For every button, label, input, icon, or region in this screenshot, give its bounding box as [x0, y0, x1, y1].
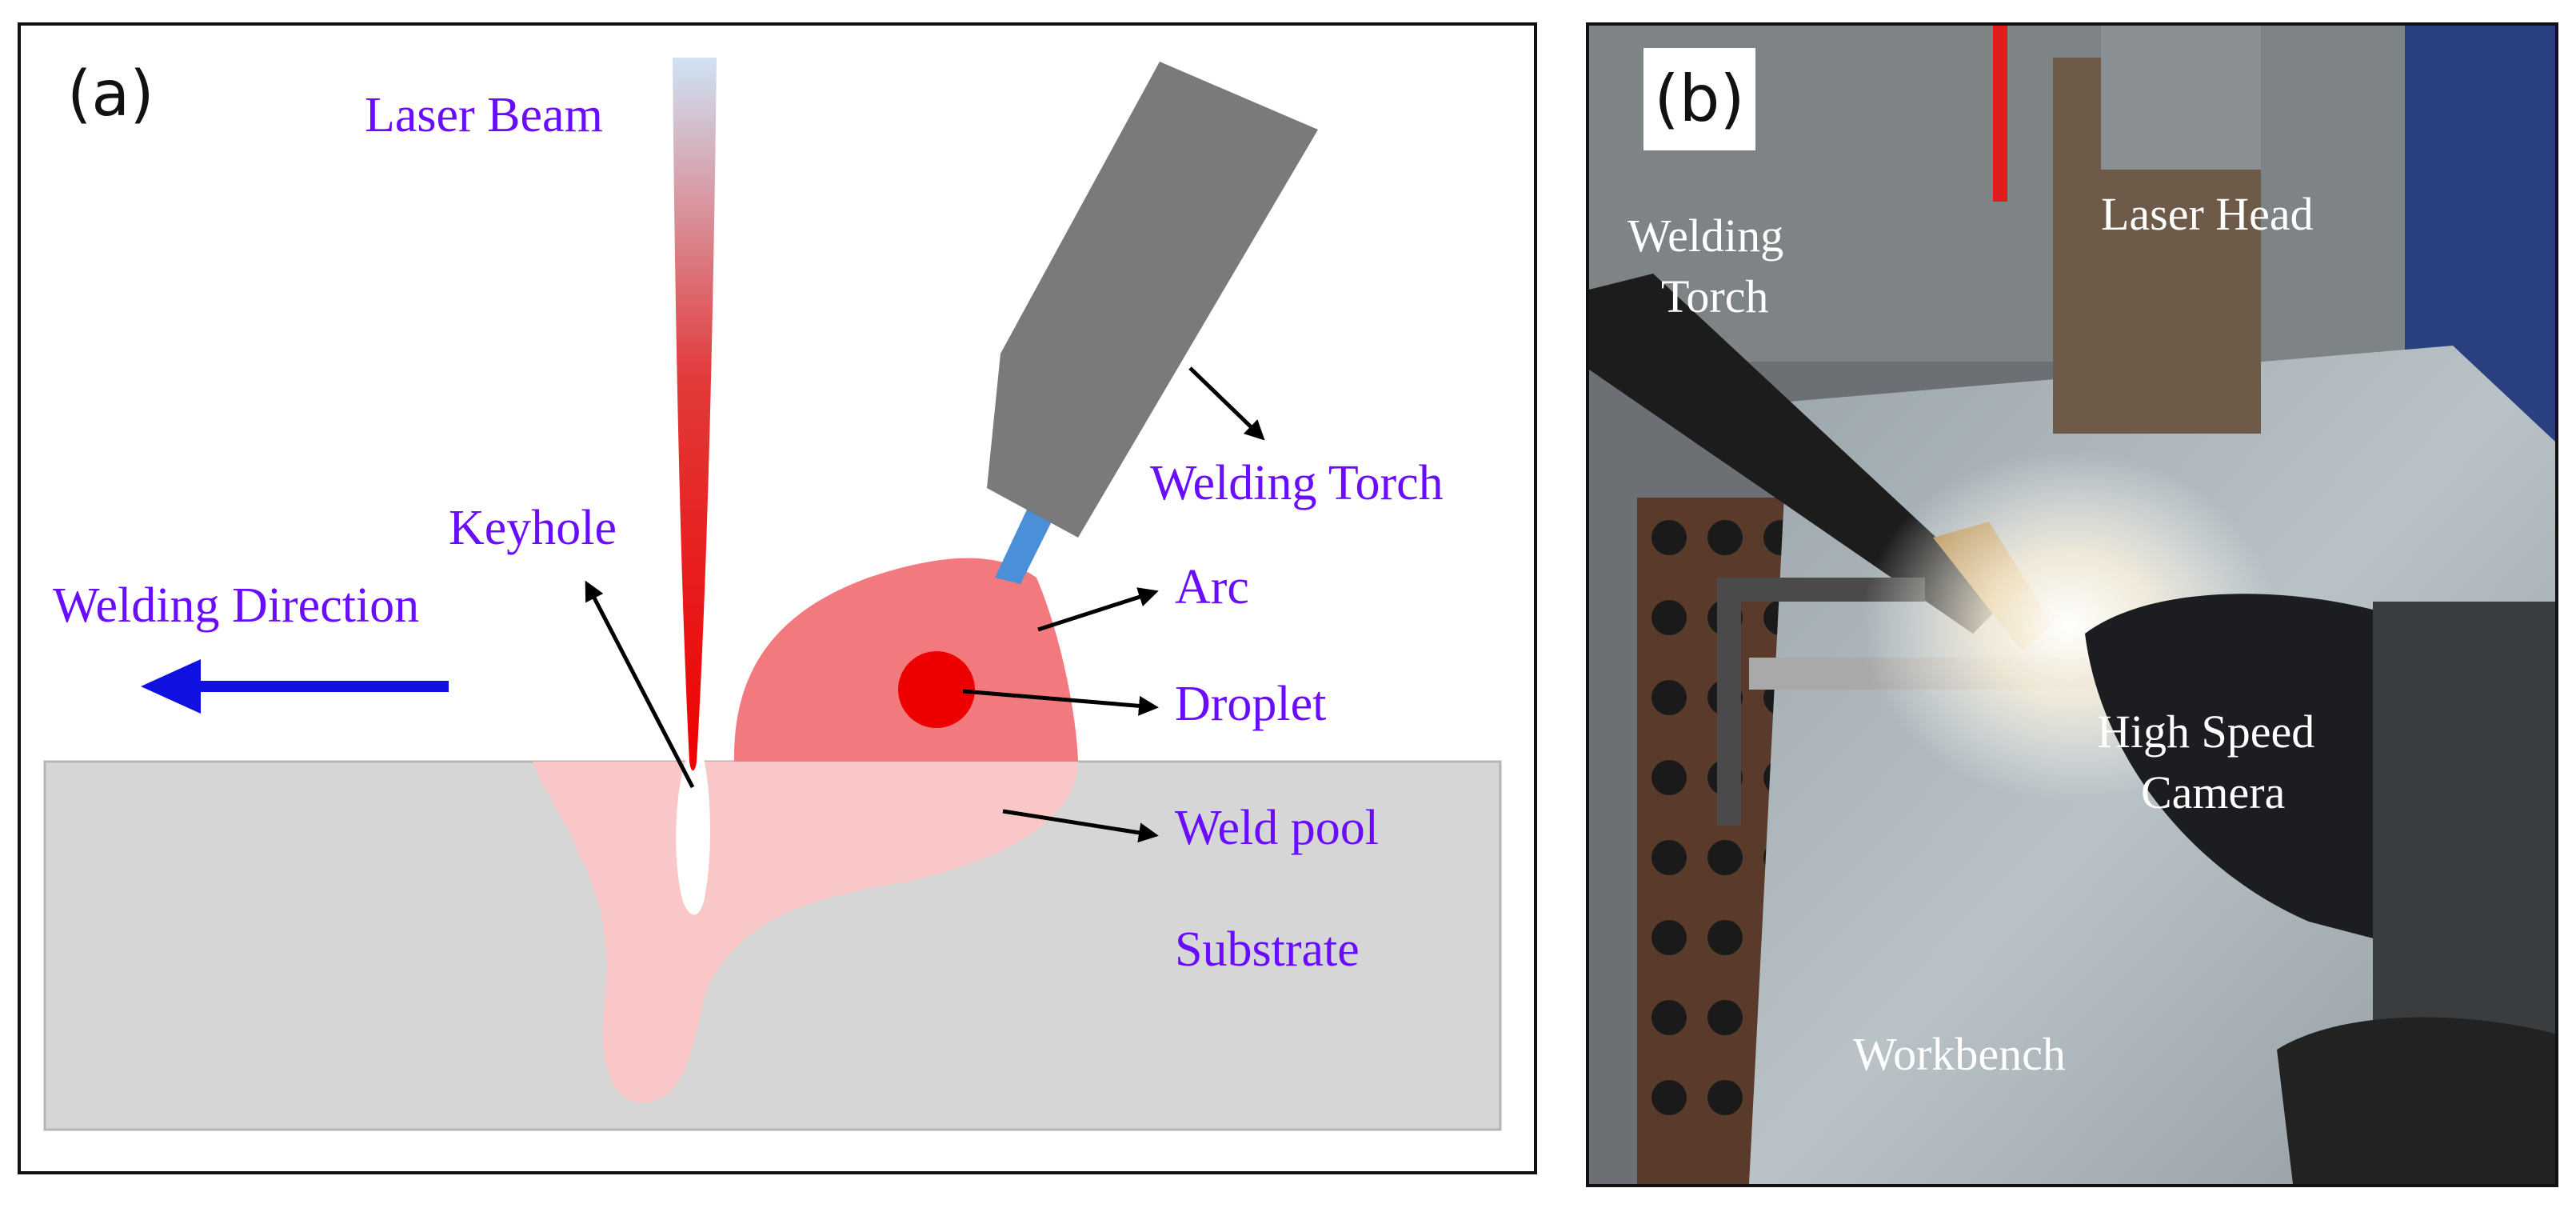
label-welding-torch: Welding Torch [1150, 456, 1444, 510]
label-droplet: Droplet [1175, 677, 1326, 731]
torch-pointer [1188, 366, 1265, 441]
wire [995, 510, 1052, 584]
panel-label-a: (a) [67, 58, 154, 130]
schematic-svg: (a) Laser Beam Welding Torch Keyhole Wel… [43, 58, 1502, 1131]
red-cable [1993, 26, 2007, 202]
label-welding-direction: Welding Direction [53, 578, 419, 633]
laser-beam [673, 58, 717, 771]
weld-pool-pointer [1002, 809, 1159, 843]
photo-label-welding-torch-1: Welding [1627, 210, 1783, 262]
photo-label-high-speed-1: High Speed [2097, 706, 2314, 758]
label-substrate: Substrate [1175, 922, 1360, 977]
label-weld-pool: Weld pool [1175, 801, 1379, 855]
photo-label-background [1643, 48, 1755, 150]
photo-label-workbench: Workbench [1853, 1028, 2066, 1080]
welding-direction-arrowhead [141, 659, 201, 714]
clamp [1717, 578, 1925, 826]
droplet-pointer [962, 689, 1159, 716]
arc-pointer [1037, 587, 1159, 632]
arc [733, 558, 1078, 762]
photo-label-laser-head: Laser Head [2101, 188, 2314, 240]
photo-label-high-speed-2: Camera [2141, 766, 2285, 818]
keyhole-pointer [585, 580, 695, 789]
droplet [898, 651, 975, 728]
panel-label-b: (b) [1654, 62, 1745, 136]
laser-head-top [2101, 26, 2261, 170]
label-arc: Arc [1175, 560, 1249, 614]
camera-mount [2277, 1017, 2555, 1184]
schematic-panel: (a) Laser Beam Welding Torch Keyhole Wel… [18, 22, 1537, 1174]
photo-panel: Welding Torch Laser Head High Speed Came… [1586, 22, 2558, 1187]
weld-pool [533, 762, 1078, 1103]
photo-svg: Welding Torch Laser Head High Speed Came… [1589, 26, 2555, 1184]
label-keyhole: Keyhole [449, 501, 617, 555]
label-laser-beam: Laser Beam [365, 88, 603, 142]
welding-torch [987, 62, 1318, 538]
photo-label-welding-torch-2: Torch [1661, 270, 1768, 322]
keyhole [676, 746, 710, 915]
